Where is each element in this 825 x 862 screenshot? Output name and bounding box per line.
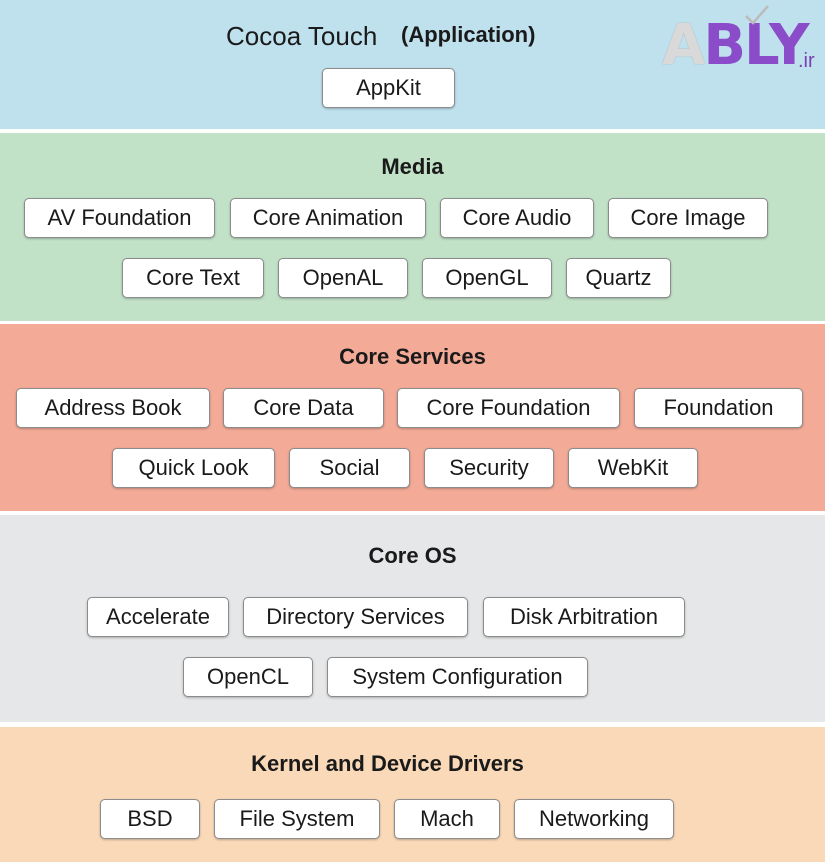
kernel-layer-title: Kernel and Device Drivers xyxy=(251,751,524,776)
component-webkit: WebKit xyxy=(568,448,698,488)
component-core-data: Core Data xyxy=(223,388,384,428)
media-layer: Media AV Foundation Core Animation Core … xyxy=(0,133,825,321)
core-os-layer-title: Core OS xyxy=(368,543,457,568)
component-core-text: Core Text xyxy=(122,258,264,298)
core-services-layer: Core Services Address Book Core Data Cor… xyxy=(0,324,825,511)
application-layer-subtitle: (Application) xyxy=(401,22,536,47)
component-mach: Mach xyxy=(394,799,500,839)
logo-check-icon xyxy=(745,5,769,25)
component-networking: Networking xyxy=(514,799,674,839)
component-social: Social xyxy=(289,448,410,488)
logo-letter-y: Y xyxy=(769,13,810,78)
kernel-layer: Kernel and Device Drivers BSD File Syste… xyxy=(0,727,825,862)
component-bsd: BSD xyxy=(100,799,200,839)
component-core-image: Core Image xyxy=(608,198,768,238)
logo-letter-a: A xyxy=(662,13,705,78)
component-disk-arbitration: Disk Arbitration xyxy=(483,597,685,637)
component-quartz: Quartz xyxy=(566,258,671,298)
component-accelerate: Accelerate xyxy=(87,597,229,637)
logo-letter-b: B xyxy=(703,13,746,78)
application-layer-title: Cocoa Touch xyxy=(226,21,378,51)
component-system-configuration: System Configuration xyxy=(327,657,588,697)
component-security: Security xyxy=(424,448,554,488)
component-av-foundation: AV Foundation xyxy=(24,198,215,238)
component-appkit: AppKit xyxy=(322,68,455,108)
logo-letter-l: L xyxy=(744,13,771,78)
component-core-audio: Core Audio xyxy=(440,198,594,238)
media-layer-title: Media xyxy=(381,154,444,179)
component-opencl: OpenCL xyxy=(183,657,313,697)
component-file-system: File System xyxy=(214,799,380,839)
component-directory-services: Directory Services xyxy=(243,597,468,637)
component-foundation: Foundation xyxy=(634,388,803,428)
logo-letters: ABLY xyxy=(662,18,810,74)
component-opengl: OpenGL xyxy=(422,258,552,298)
component-core-animation: Core Animation xyxy=(230,198,426,238)
component-address-book: Address Book xyxy=(16,388,210,428)
application-layer: Cocoa Touch (Application) AppKit ABLY .i… xyxy=(0,0,825,129)
component-quick-look: Quick Look xyxy=(112,448,275,488)
core-os-layer: Core OS Accelerate Directory Services Di… xyxy=(0,515,825,722)
core-services-layer-title: Core Services xyxy=(339,344,486,369)
component-openal: OpenAL xyxy=(278,258,408,298)
logo-suffix: .ir xyxy=(798,50,815,72)
component-core-foundation: Core Foundation xyxy=(397,388,620,428)
ably-logo: ABLY .ir xyxy=(662,4,822,76)
